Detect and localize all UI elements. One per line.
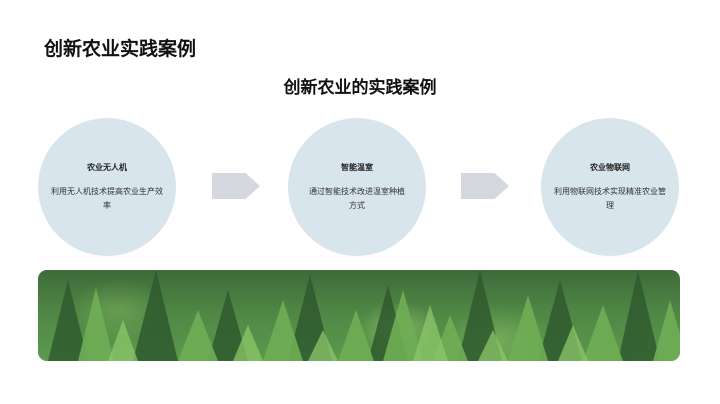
forest-banner-image [38,270,680,361]
case-title: 农业无人机 [87,162,127,172]
case-title: 农业物联网 [590,162,630,172]
case-title: 智能温室 [341,162,373,172]
case-card-greenhouse: 智能温室 通过智能技术改进温室种植方式 [288,118,426,256]
arrow-right-icon [212,173,260,199]
slide-title: 创新农业实践案例 [44,38,197,60]
section-subtitle: 创新农业的实践案例 [283,78,437,98]
case-description: 利用物联网技术实现精准农业管理 [554,186,666,210]
case-description: 通过智能技术改进温室种植方式 [309,186,405,210]
case-card-iot: 农业物联网 利用物联网技术实现精准农业管理 [541,118,679,256]
case-description: 利用无人机技术提高农业生产效率 [51,186,163,210]
arrow-right-icon [461,173,509,199]
case-card-drone: 农业无人机 利用无人机技术提高农业生产效率 [38,118,176,256]
pine-trees-icon [48,270,680,361]
